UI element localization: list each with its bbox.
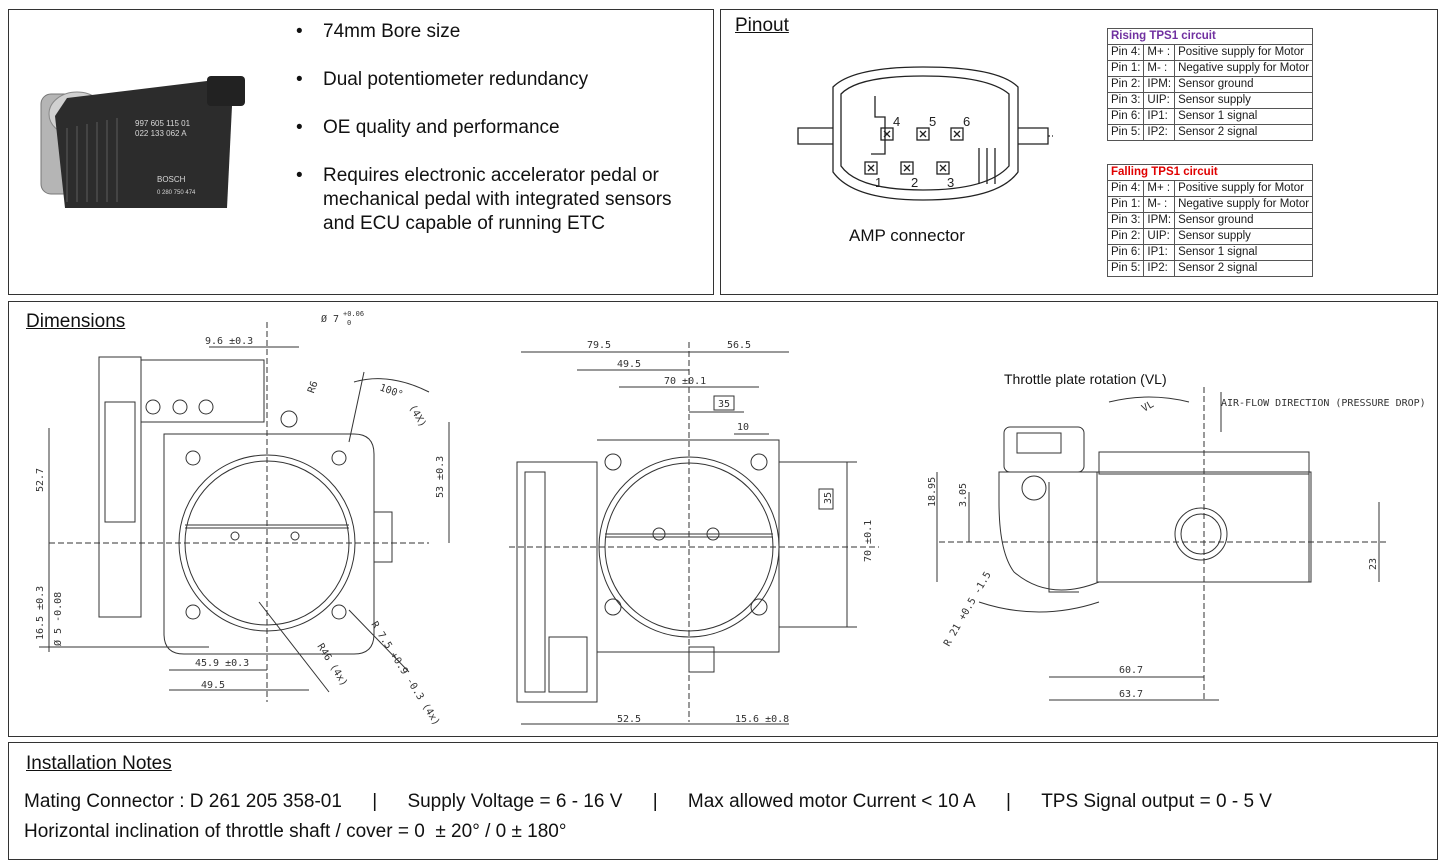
connector-pin-6 (950, 127, 964, 141)
vl-label: VL (1140, 399, 1156, 415)
dimensions-panel: Dimensions Throttle plate rotation (VL) (8, 301, 1438, 737)
dimension-drawings: Ø 7 +0.06 0 9.6 ±0.3 R6 100° (4X) 52.7 5… (35, 310, 1426, 728)
throttle-body-photo: 997 605 115 01 022 133 062 A BOSCH 0 280… (40, 76, 245, 208)
amp-connector-caption: AMP connector (849, 226, 965, 245)
feature-list: 74mm Bore size Dual potentiometer redund… (292, 20, 702, 260)
table-row: Pin 3:IPM:Sensor ground (1106, 212, 1314, 229)
table-row: Pin 1:M- :Negative supply for Motor (1106, 60, 1314, 77)
feature-item: OE quality and performance (292, 116, 702, 140)
table-row: Pin 3:UIP:Sensor supply (1106, 92, 1314, 109)
install-note-line1: Mating Connector : D 261 205 358-01 | Su… (24, 791, 1272, 813)
note-separator: | (372, 791, 378, 812)
dim-front-h70: 70 ±0.1 (863, 520, 874, 562)
amp-connector-drawing: 4 5 6 1 2 3 (797, 66, 1053, 201)
photo-brand: BOSCH (157, 175, 186, 184)
dim-front-70: 70 ±0.1 (664, 376, 706, 387)
motor-current-note: Max allowed motor Current < 10 A (687, 791, 976, 812)
dim-side-3: 3.05 (958, 483, 969, 507)
feature-item: 74mm Bore size (292, 20, 702, 44)
connector-pin-5 (916, 127, 930, 141)
dim-side-r21: R 21 +0.5 -1.5 (942, 570, 994, 649)
table-row: Pin 5:IP2:Sensor 2 signal (1106, 124, 1314, 141)
dim-front-79: 79.5 (587, 340, 611, 351)
mating-connector-note: Mating Connector : D 261 205 358-01 (24, 791, 342, 812)
dim-top-offset: 9.6 ±0.3 (205, 336, 253, 347)
dim-height-right: 53 ±0.3 (435, 456, 446, 498)
dim-pin-diameter: Ø 5 -0.08 (52, 592, 64, 646)
supply-voltage-note: Supply Voltage = 6 - 16 V (407, 791, 623, 812)
front-view-drawing (509, 342, 879, 725)
falling-tps1-table: Falling TPS1 circuit Pin 4:M+ :Positive … (1106, 164, 1314, 277)
dim-bottom-16: 16.5 ±0.3 (35, 586, 46, 640)
dim-front-49: 49.5 (617, 359, 641, 370)
note-separator: | (652, 791, 658, 812)
connector-pin-2 (900, 161, 914, 175)
dim-r7: R 7.5 +0.9 -0.3 (4x) (368, 620, 441, 728)
table-row: Pin 6:IP1:Sensor 1 signal (1106, 108, 1314, 125)
dim-r6: R6 (306, 380, 320, 395)
dim-width-49: 49.5 (201, 680, 225, 691)
dim-angle-count: (4X) (406, 403, 428, 429)
dim-r46: R46 (4x) (314, 642, 349, 689)
tps-signal-note: TPS Signal output = 0 - 5 V (1041, 791, 1272, 812)
inclination-note: Horizontal inclination of throttle shaft… (24, 821, 567, 842)
dim-front-56: 56.5 (727, 340, 751, 351)
pin-number-4: 4 (893, 114, 900, 129)
table-row: Pin 4:M+ :Positive supply for Motor (1106, 44, 1314, 61)
pinout-panel: Pinout 4 5 6 1 2 3 AMP connector Rising … (720, 9, 1438, 295)
dim-side-63: 63.7 (1119, 689, 1143, 700)
connector-pin-4 (880, 127, 894, 141)
photo-code: 0 280 750 474 (157, 190, 196, 196)
table-row: Pin 1:M- :Negative supply for Motor (1106, 196, 1314, 213)
pin-number-1: 1 (875, 175, 882, 190)
side-view-drawing (936, 387, 1389, 702)
dim-hole-tol-lower: 0 (347, 319, 351, 327)
pin-number-2: 2 (911, 175, 918, 190)
dim-side-18: 18.95 (927, 477, 938, 507)
rising-tps1-table: Rising TPS1 circuit Pin 4:M+ :Positive s… (1106, 28, 1314, 141)
photo-part-line1: 997 605 115 01 (135, 119, 191, 128)
pinout-heading: Pinout (735, 15, 789, 36)
feature-item: Requires electronic accelerator pedal or… (292, 164, 702, 236)
product-panel: 997 605 115 01 022 133 062 A BOSCH 0 280… (8, 9, 714, 295)
table-row: Pin 2:IPM:Sensor ground (1106, 76, 1314, 93)
dim-front-box-35-side: 35 (823, 492, 834, 504)
table-row: Pin 4:M+ :Positive supply for Motor (1106, 180, 1314, 197)
installation-heading: Installation Notes (26, 753, 172, 774)
pin-number-3: 3 (947, 175, 954, 190)
dim-height-left: 52.7 (35, 468, 46, 492)
connector-pin-1 (864, 161, 878, 175)
dimensions-heading: Dimensions (26, 311, 126, 332)
dim-hole-diameter: Ø 7 (321, 313, 339, 325)
dim-side-23: 23 (1368, 558, 1379, 570)
feature-item: Dual potentiometer redundancy (292, 68, 702, 92)
photo-part-line2: 022 133 062 A (135, 129, 187, 138)
dim-angle: 100° (378, 382, 404, 401)
note-separator: | (1005, 791, 1011, 812)
dim-front-box-35: 35 (718, 399, 730, 410)
pin-number-5: 5 (929, 114, 936, 129)
pin-number-6: 6 (963, 114, 970, 129)
throttle-rotation-caption: Throttle plate rotation (VL) (1004, 371, 1167, 387)
table-row: Pin 2:UIP:Sensor supply (1106, 228, 1314, 245)
left-view-drawing (39, 322, 450, 702)
falling-table-title: Falling TPS1 circuit (1106, 164, 1314, 181)
table-row: Pin 6:IP1:Sensor 1 signal (1106, 244, 1314, 261)
dim-front-10: 10 (737, 422, 749, 433)
dim-front-52: 52.5 (617, 714, 641, 725)
dim-side-60: 60.7 (1119, 665, 1143, 676)
dim-hole-tol-upper: +0.06 (343, 310, 364, 318)
dim-width-45: 45.9 ±0.3 (195, 658, 249, 669)
connector-pin-3 (936, 161, 950, 175)
table-row: Pin 5:IP2:Sensor 2 signal (1106, 260, 1314, 277)
dim-front-15: 15.6 ±0.8 (735, 714, 789, 725)
rising-table-title: Rising TPS1 circuit (1106, 28, 1314, 45)
airflow-label: AIR-FLOW DIRECTION (PRESSURE DROP) (1221, 398, 1426, 409)
installation-panel: Installation Notes Mating Connector : D … (8, 742, 1438, 860)
